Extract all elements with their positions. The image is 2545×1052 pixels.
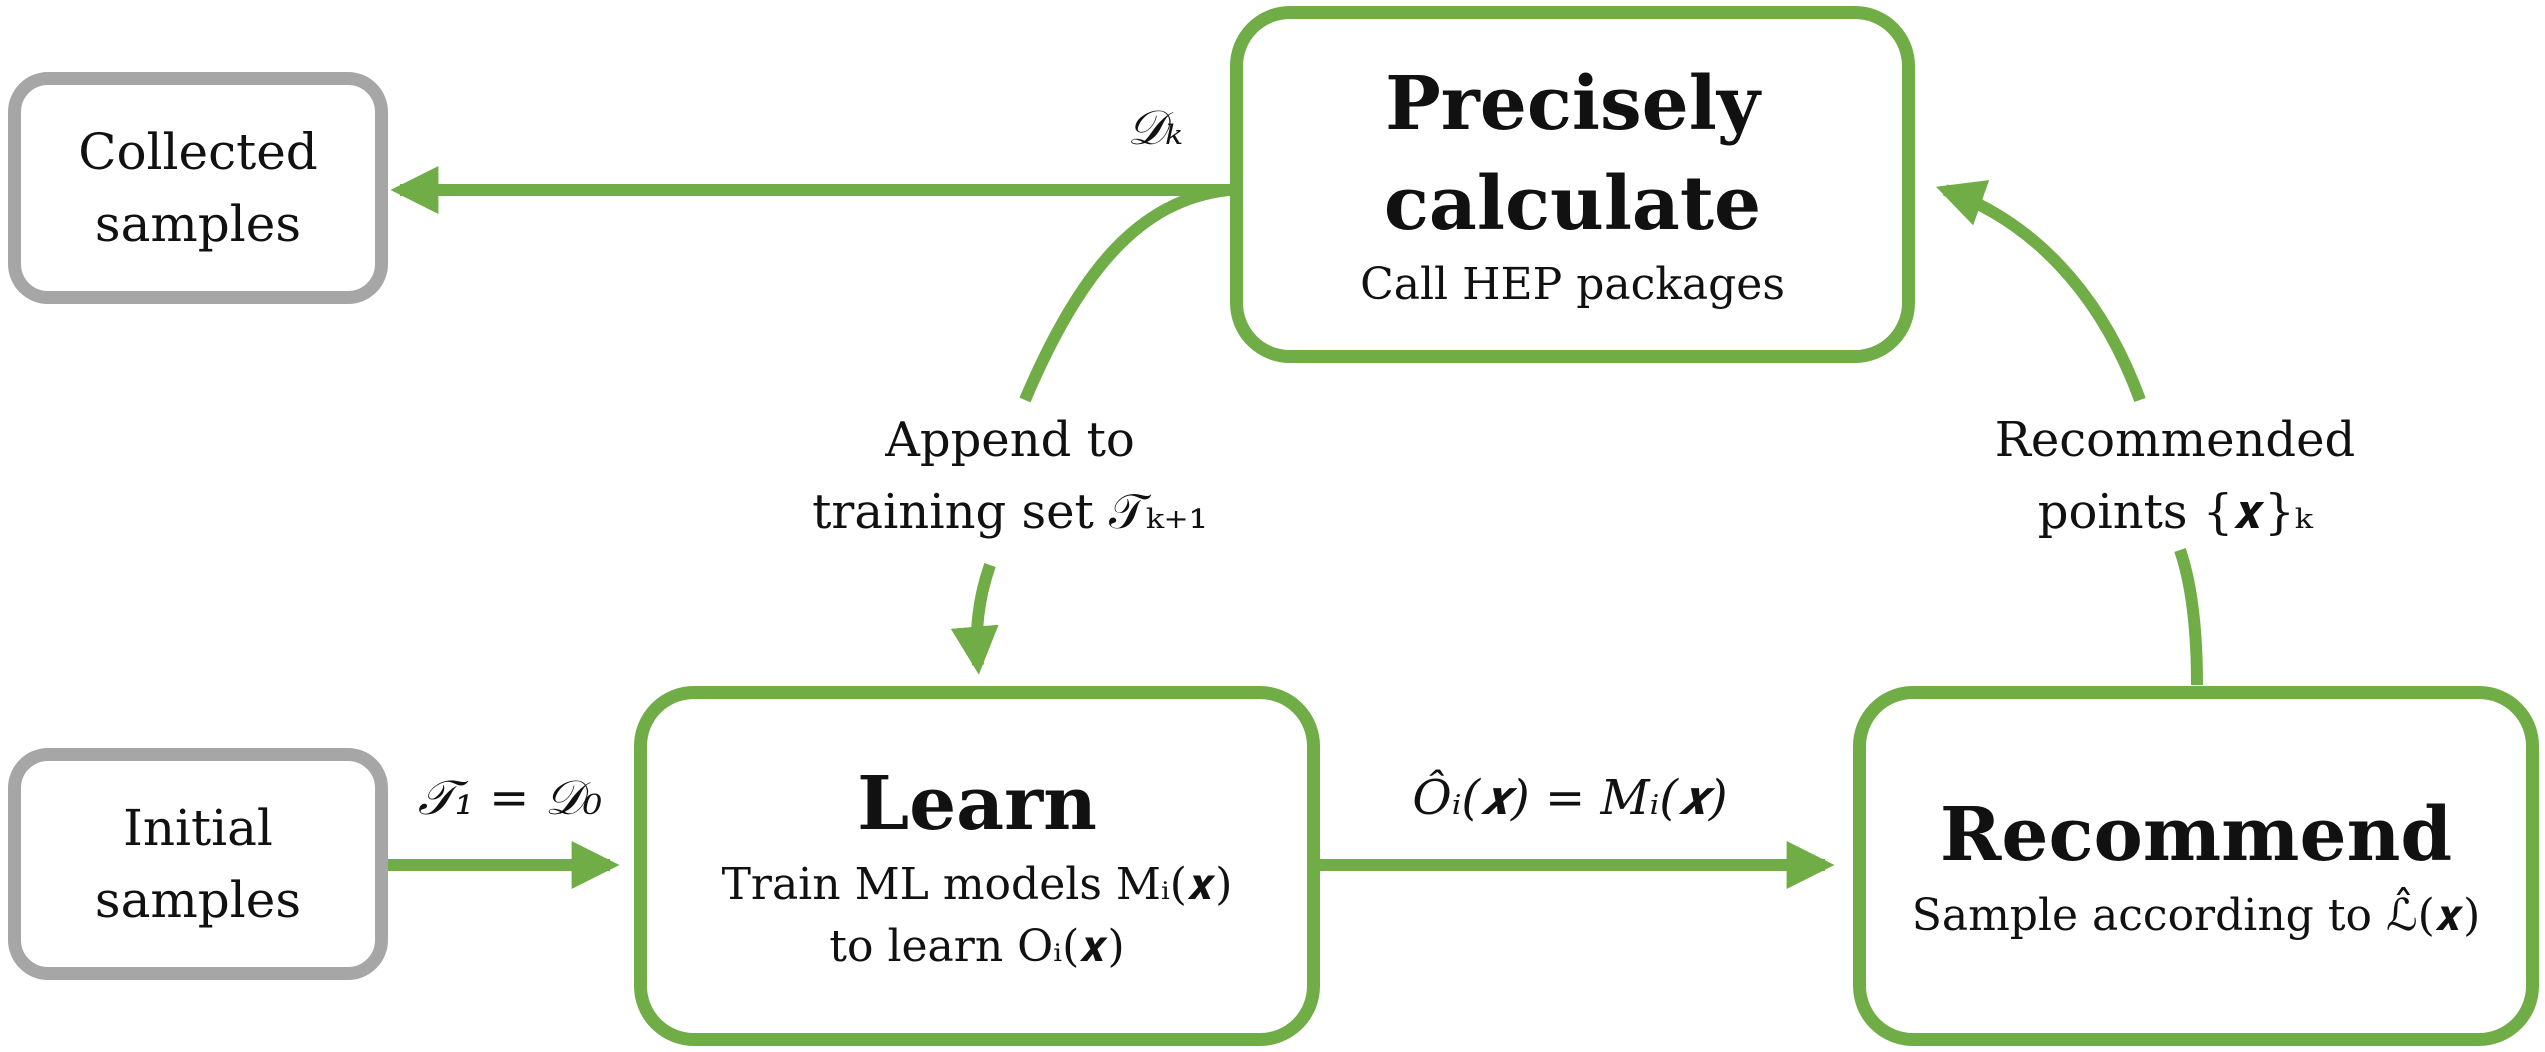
arrow-calculate-to-learn-upper xyxy=(1019,184,1229,403)
recommended-points-label: Recommended points {𝒙}ₖ xyxy=(1994,412,2356,540)
learn-title: Learn xyxy=(857,761,1097,847)
arrow-recommend-to-calculate-lower xyxy=(2174,548,2203,686)
dataset-k-label: 𝒟ₖ xyxy=(1127,100,1183,156)
append-training-set-label: Append to training set 𝒯ₖ₊₁ xyxy=(812,412,1208,540)
initial-samples-node: Initial samples xyxy=(8,748,388,980)
recommend-subtitle: Sample according to ℒ̂(𝒙) xyxy=(1911,890,2481,941)
arrow-calculate-to-learn-lower xyxy=(950,563,999,675)
arrow-recommend-to-calculate-upper xyxy=(1935,180,2146,403)
recommend-node: Recommend Sample according to ℒ̂(𝒙) xyxy=(1853,686,2539,1046)
initial-training-set-label: 𝒯₁ = 𝒟₀ xyxy=(417,770,603,826)
predicted-observable-label: Ôᵢ(𝒙) = Mᵢ(𝒙) xyxy=(1412,770,1728,826)
precisely-calculate-subtitle: Call HEP packages xyxy=(1360,258,1785,310)
collected-samples-node: Collected samples xyxy=(8,72,388,304)
collected-samples-label: Collected samples xyxy=(78,123,318,253)
learn-node: Learn Train ML models Mᵢ(𝒙) to learn Oᵢ(… xyxy=(634,686,1320,1046)
learn-subtitle: Train ML models Mᵢ(𝒙) to learn Oᵢ(𝒙) xyxy=(721,859,1233,972)
recommend-title: Recommend xyxy=(1939,792,2453,878)
precisely-calculate-node: Precisely calculate Call HEP packages xyxy=(1230,6,1915,363)
initial-samples-label: Initial samples xyxy=(94,799,302,929)
precisely-calculate-title: Precisely calculate xyxy=(1383,60,1762,247)
